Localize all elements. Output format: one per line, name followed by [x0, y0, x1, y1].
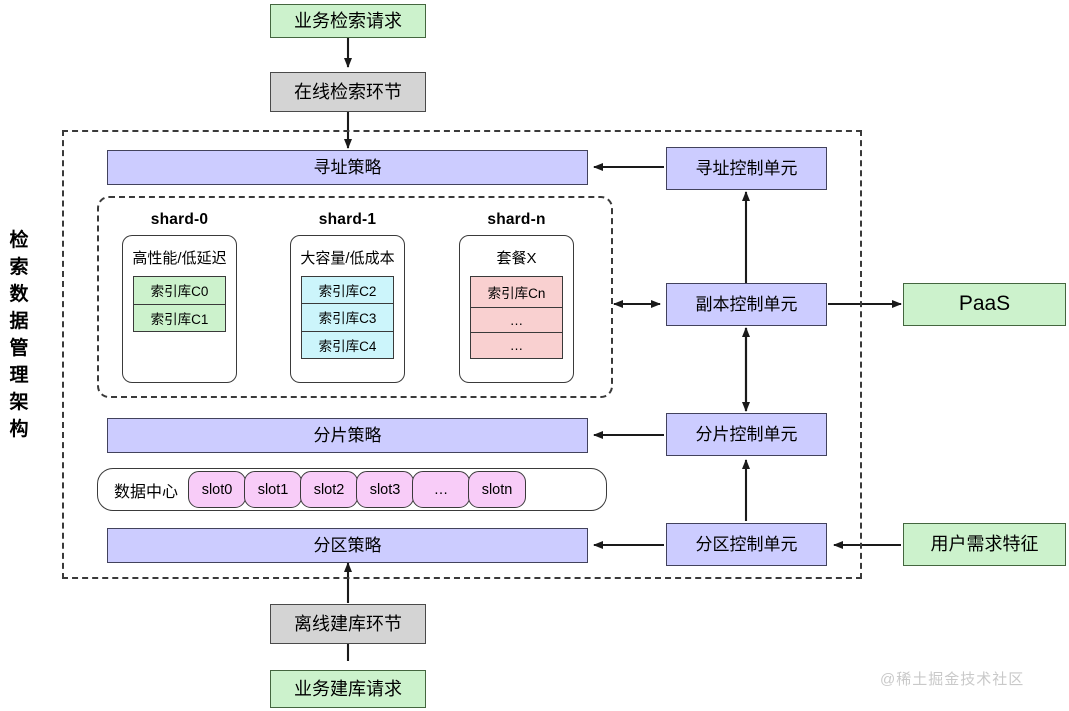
partition-policy-label: 分区策略: [313, 535, 382, 555]
slot-pill-ellipsis[interactable]: …: [412, 471, 471, 508]
sharding-policy-label: 分片策略: [313, 425, 382, 445]
slot-pill[interactable]: slot0: [188, 471, 247, 508]
online-search-stage-box: 在线检索环节: [270, 72, 426, 112]
slot-label: slot1: [257, 481, 289, 498]
addressing-policy-label: 寻址策略: [313, 157, 382, 177]
business-build-request-label: 业务建库请求: [294, 678, 402, 699]
shard-1-index-stack: 索引库C2 索引库C3 索引库C4: [301, 276, 394, 359]
index-db-cell: …: [471, 308, 562, 334]
side-title-char: 架: [9, 391, 29, 413]
index-db-label: …: [509, 338, 524, 354]
diagram-side-title: 检 索 数 据 管 理 架 构: [6, 228, 32, 444]
slot-label: slot0: [201, 481, 233, 498]
index-db-label: 索引库C0: [150, 284, 209, 300]
shard-1-trait: 大容量/低成本: [290, 247, 405, 268]
shard-0-index-stack: 索引库C0 索引库C1: [133, 276, 226, 332]
shard-n-trait-label: 套餐X: [496, 250, 537, 267]
slot-pill[interactable]: slotn: [468, 471, 527, 508]
side-title-char: 索: [9, 256, 29, 278]
index-db-cell: 索引库C4: [302, 332, 393, 358]
datacenter-label: 数据中心: [114, 483, 179, 501]
user-demand-label: 用户需求特征: [930, 534, 1039, 555]
business-search-request-box: 业务检索请求: [270, 4, 426, 38]
slot-label: …: [433, 481, 449, 498]
addressing-control-unit-box: 寻址控制单元: [666, 147, 827, 190]
index-db-cell: 索引库C2: [302, 277, 393, 305]
slot-row: slot0 slot1 slot2 slot3 … slotn: [188, 471, 527, 508]
shard-1-trait-label: 大容量/低成本: [300, 250, 395, 267]
side-title-char: 数: [9, 283, 29, 305]
user-demand-box: 用户需求特征: [903, 523, 1066, 566]
slot-label: slotn: [481, 481, 513, 498]
paas-label: PaaS: [958, 292, 1011, 316]
index-db-label: 索引库C4: [318, 338, 377, 354]
slot-pill[interactable]: slot3: [356, 471, 415, 508]
index-db-label: 索引库C2: [318, 284, 377, 300]
shard-group-container: [97, 196, 613, 398]
datacenter-capsule: 数据中心 slot0 slot1 slot2 slot3 … slotn: [97, 468, 607, 511]
shard-0-label: shard-0: [122, 211, 237, 229]
shard-1-label: shard-1: [290, 211, 405, 229]
addressing-control-unit-label: 寻址控制单元: [695, 158, 798, 178]
side-title-char: 理: [9, 364, 29, 386]
sharding-control-unit-box: 分片控制单元: [666, 413, 827, 456]
watermark: @稀土掘金技术社区: [880, 671, 1025, 688]
online-search-stage-label: 在线检索环节: [294, 81, 402, 102]
shard-0-name: shard-0: [150, 211, 209, 228]
index-db-label: 索引库Cn: [487, 285, 546, 301]
replica-control-unit-box: 副本控制单元: [666, 283, 827, 326]
business-build-request-box: 业务建库请求: [270, 670, 426, 708]
index-db-cell: 索引库C1: [134, 305, 225, 332]
addressing-policy-bar: 寻址策略: [107, 150, 588, 185]
index-db-cell: 索引库C0: [134, 277, 225, 305]
index-db-label: …: [509, 312, 524, 328]
slot-pill[interactable]: slot1: [244, 471, 303, 508]
index-db-cell: …: [471, 333, 562, 358]
side-title-char: 构: [9, 418, 29, 440]
slot-label: slot3: [369, 481, 401, 498]
partition-control-unit-label: 分区控制单元: [695, 534, 798, 554]
side-title-char: 据: [9, 310, 29, 332]
shard-n-label: shard-n: [459, 211, 574, 229]
replica-control-unit-label: 副本控制单元: [695, 294, 798, 314]
sharding-control-unit-label: 分片控制单元: [695, 424, 798, 444]
index-db-cell: 索引库Cn: [471, 277, 562, 308]
side-title-char: 管: [9, 337, 29, 359]
index-db-cell: 索引库C3: [302, 304, 393, 332]
shard-1-name: shard-1: [318, 211, 377, 228]
partition-policy-bar: 分区策略: [107, 528, 588, 563]
business-search-request-label: 业务检索请求: [294, 10, 402, 31]
shard-n-index-stack: 索引库Cn … …: [470, 276, 563, 359]
paas-box: PaaS: [903, 283, 1066, 326]
shard-n-name: shard-n: [487, 211, 546, 228]
sharding-policy-bar: 分片策略: [107, 418, 588, 453]
side-title-char: 检: [9, 230, 29, 251]
shard-0-trait-label: 高性能/低延迟: [132, 250, 227, 267]
index-db-label: 索引库C3: [318, 311, 377, 327]
shard-0-trait: 高性能/低延迟: [122, 247, 237, 268]
slot-label: slot2: [313, 481, 345, 498]
shard-n-trait: 套餐X: [459, 247, 574, 268]
partition-control-unit-box: 分区控制单元: [666, 523, 827, 566]
slot-pill[interactable]: slot2: [300, 471, 359, 508]
offline-build-stage-box: 离线建库环节: [270, 604, 426, 644]
index-db-label: 索引库C1: [150, 311, 209, 327]
architecture-container: [62, 130, 862, 579]
offline-build-stage-label: 离线建库环节: [294, 613, 402, 634]
